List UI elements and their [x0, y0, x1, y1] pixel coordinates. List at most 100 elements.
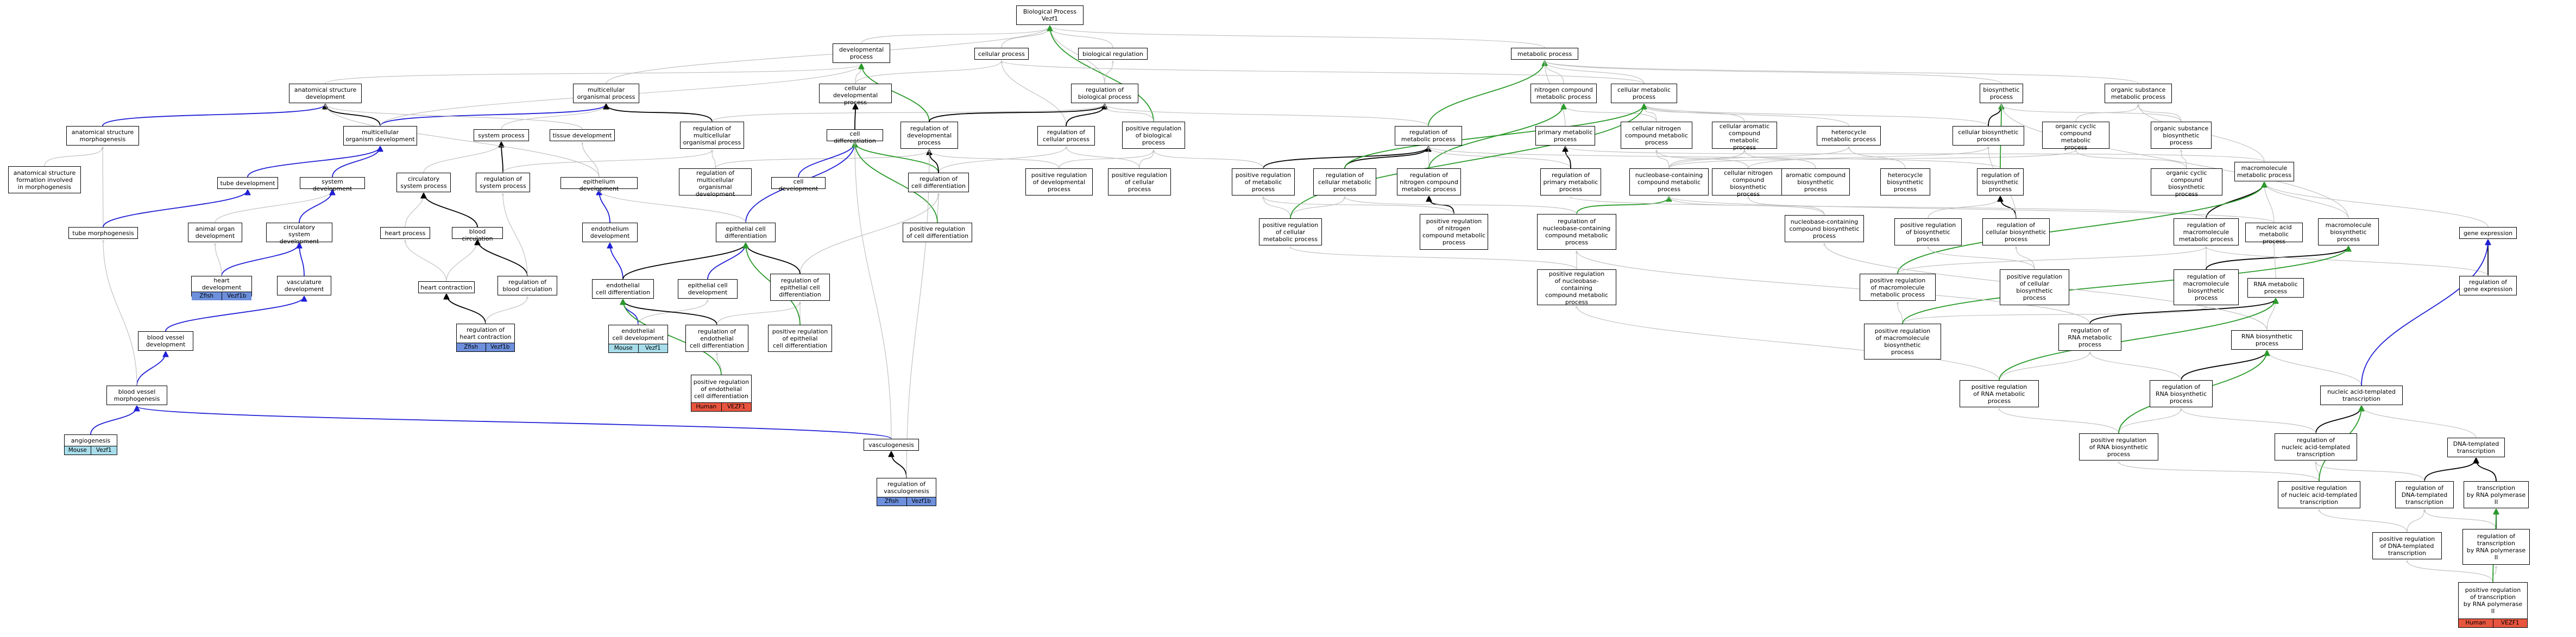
go-term-node[interactable]: regulation of cellular process	[1037, 126, 1095, 146]
go-term-node[interactable]: endothelium development	[582, 223, 638, 242]
go-term-node[interactable]: regulation of multicellular organismal p…	[680, 122, 744, 149]
go-term-node[interactable]: nucleic acid metabolic process	[2245, 223, 2303, 245]
go-term-node[interactable]: regulation of cellular metabolic process	[1313, 168, 1376, 195]
go-term-node[interactable]: cellular developmental process	[819, 84, 892, 106]
go-term-node[interactable]: circulatory system development	[266, 223, 332, 245]
go-term-node[interactable]: heart contraction	[418, 281, 475, 293]
go-term-node[interactable]: anatomical structure morphogenesis	[66, 126, 139, 146]
go-term-node[interactable]: multicellular organism development	[343, 126, 417, 146]
go-term-node[interactable]: regulation of nitrogen compound metaboli…	[1397, 168, 1461, 195]
go-term-node[interactable]: regulation of nucleic acid-templated tra…	[2275, 433, 2357, 461]
go-term-node[interactable]: heart process	[380, 227, 430, 239]
go-term-node[interactable]: cellular nitrogen compound biosynthetic …	[1712, 168, 1785, 198]
go-term-node[interactable]: regulation of endothelial cell different…	[685, 325, 748, 352]
go-term-node[interactable]: cellular nitrogen compound metabolic pro…	[1621, 122, 1692, 149]
go-term-node[interactable]: tissue development	[550, 129, 615, 141]
go-term-node[interactable]: system development	[300, 177, 365, 192]
go-term-node[interactable]: endothelial cell differentiation	[592, 279, 654, 299]
go-term-node[interactable]: nitrogen compound metabolic process	[1531, 84, 1597, 103]
go-term-node[interactable]: organic cyclic compound metabolic proces…	[2042, 122, 2109, 151]
go-term-node[interactable]: tube development	[217, 177, 278, 189]
go-term-node[interactable]: regulation of blood circulation	[497, 276, 557, 295]
go-term-node[interactable]: positive regulation of macromolecule met…	[1860, 274, 1936, 301]
go-term-node[interactable]: DNA-templated transcription	[2447, 438, 2505, 457]
go-term-node[interactable]: blood vessel morphogenesis	[106, 386, 167, 405]
go-term-node[interactable]: aromatic compound biosynthetic process	[1781, 168, 1850, 195]
go-term-node[interactable]: regulation of biological process	[1071, 84, 1138, 103]
go-term-node[interactable]: animal organ development	[188, 223, 242, 242]
go-term-node[interactable]: epithelial cell differentiation	[716, 223, 776, 242]
go-term-node[interactable]: positive regulation of biological proces…	[1122, 122, 1185, 149]
go-term-node[interactable]: heterocycle metabolic process	[1817, 126, 1881, 146]
go-term-node[interactable]: positive regulation of DNA-templated tra…	[2372, 532, 2442, 559]
go-term-node[interactable]: positive regulation of developmental pro…	[1025, 168, 1093, 195]
go-term-node[interactable]: blood circulation	[452, 227, 503, 242]
go-term-node[interactable]: positive regulation of macromolecule bio…	[1864, 324, 1941, 360]
go-term-node[interactable]: positive regulation of cellular process	[1108, 168, 1171, 195]
go-term-node[interactable]: cell development	[771, 177, 826, 192]
go-term-node[interactable]: positive regulation of nitrogen compound…	[1420, 214, 1488, 250]
go-term-node[interactable]: metabolic process	[1511, 48, 1578, 60]
go-term-node[interactable]: epithelium development	[560, 177, 638, 192]
go-term-node[interactable]: positive regulation of cellular metaboli…	[1259, 218, 1322, 245]
go-term-node[interactable]: organic cyclic compound biosynthetic pro…	[2151, 168, 2222, 198]
go-term-node[interactable]: positive regulation of biosynthetic proc…	[1894, 218, 1962, 245]
go-term-node[interactable]: positive regulation of RNA metabolic pro…	[1960, 380, 2039, 407]
go-term-node[interactable]: nucleobase-containing compound biosynthe…	[1785, 215, 1864, 242]
go-term-node[interactable]: macromolecule metabolic process	[2234, 162, 2294, 181]
go-term-node[interactable]: blood vessel development	[138, 331, 193, 351]
go-term-node[interactable]: anatomical structure development	[289, 84, 362, 103]
go-term-node[interactable]: positive regulation of transcription by …	[2458, 582, 2528, 628]
go-term-node[interactable]: developmental process	[833, 43, 890, 63]
go-term-node[interactable]: RNA biosynthetic process	[2231, 330, 2303, 350]
go-term-node[interactable]: anatomical structure formation involved …	[8, 166, 81, 193]
go-term-node[interactable]: positive regulation of metabolic process	[1232, 168, 1295, 195]
go-term-node[interactable]: regulation of RNA biosynthetic process	[2150, 380, 2213, 407]
go-term-node[interactable]: primary metabolic process	[1535, 126, 1595, 146]
go-term-node[interactable]: nucleobase-containing compound metabolic…	[1629, 168, 1709, 195]
go-term-node[interactable]: transcription by RNA polymerase II	[2464, 481, 2529, 508]
go-term-node[interactable]: organic substance metabolic process	[2105, 84, 2172, 103]
go-term-node[interactable]: regulation of biosynthetic process	[1977, 168, 2024, 195]
go-term-node[interactable]: gene expression	[2459, 227, 2517, 239]
go-term-node[interactable]: positive regulation of nucleic acid-temp…	[2278, 481, 2360, 508]
go-term-node[interactable]: regulation of transcription by RNA polym…	[2462, 529, 2530, 565]
go-term-node[interactable]: positive regulation of epithelial cell d…	[768, 325, 832, 352]
go-term-node[interactable]: regulation of DNA-templated transcriptio…	[2395, 481, 2454, 508]
go-term-node[interactable]: regulation of cellular biosynthetic proc…	[1982, 218, 2050, 245]
go-term-node[interactable]: positive regulation of RNA biosynthetic …	[2079, 433, 2158, 461]
go-term-node[interactable]: cellular metabolic process	[1611, 84, 1677, 103]
go-term-node[interactable]: tube morphogenesis	[68, 227, 138, 239]
go-term-node[interactable]: positive regulation of endothelial cell …	[691, 375, 752, 412]
go-term-node[interactable]: epithelial cell development	[678, 279, 738, 299]
go-term-node[interactable]: cellular process	[974, 48, 1029, 60]
go-term-node[interactable]: regulation of multicellular organismal d…	[679, 168, 752, 198]
go-term-node[interactable]: system process	[474, 129, 529, 141]
go-term-node[interactable]: nucleic acid-templated transcription	[2320, 386, 2403, 405]
go-term-node[interactable]: positive regulation of nucleobase-contai…	[1537, 269, 1616, 306]
go-term-node[interactable]: macromolecule biosynthetic process	[2318, 218, 2379, 245]
go-term-node[interactable]: circulatory system process	[396, 173, 451, 192]
go-term-node[interactable]: regulation of nucleobase-containing comp…	[1537, 214, 1616, 250]
go-term-node[interactable]: Biological Process Vezf1	[1016, 5, 1084, 25]
go-term-node[interactable]: regulation of RNA metabolic process	[2058, 324, 2121, 351]
go-term-node[interactable]: regulation of developmental process	[900, 122, 958, 149]
go-term-node[interactable]: biological regulation	[1078, 48, 1148, 60]
go-term-node[interactable]: heterocycle biosynthetic process	[1880, 168, 1930, 195]
go-term-node[interactable]: regulation of macromolecule biosynthetic…	[2174, 269, 2239, 305]
go-term-node[interactable]: regulation of primary metabolic process	[1540, 168, 1601, 195]
go-term-node[interactable]: cell differentiation	[827, 129, 883, 144]
go-term-node[interactable]: vasculogenesis	[864, 439, 919, 451]
go-term-node[interactable]: organic substance biosynthetic process	[2151, 122, 2212, 149]
go-term-node[interactable]: RNA metabolic process	[2247, 278, 2304, 298]
go-term-node[interactable]: vasculature development	[277, 276, 331, 295]
go-term-node[interactable]: positive regulation of cell differentiat…	[903, 223, 972, 242]
go-term-node[interactable]: regulation of cell differentiation	[908, 173, 969, 192]
go-term-node[interactable]: regulation of system process	[476, 173, 530, 192]
go-term-node[interactable]: cellular biosynthetic process	[1953, 126, 2024, 146]
